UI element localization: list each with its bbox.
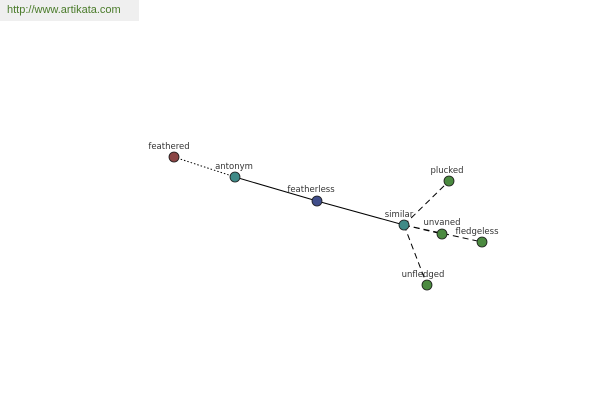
edge-similar-unvaned	[403, 224, 443, 235]
node-unvaned[interactable]	[436, 228, 448, 240]
node-similar[interactable]	[398, 219, 410, 231]
edge-antonym-featherless	[234, 176, 318, 202]
edge-feathered-antonym	[173, 156, 236, 178]
node-unfledged[interactable]	[421, 279, 433, 291]
node-plucked[interactable]	[443, 175, 455, 187]
node-label-plucked[interactable]: plucked	[430, 166, 463, 176]
node-label-feathered[interactable]: feathered	[148, 142, 189, 152]
node-featherless[interactable]	[311, 195, 323, 207]
edge-featherless-similar	[316, 200, 405, 226]
node-label-antonym[interactable]: antonym	[215, 162, 253, 172]
node-label-featherless[interactable]: featherless	[287, 185, 335, 195]
edges-layer	[173, 156, 483, 286]
node-label-fledgeless[interactable]: fledgeless	[455, 227, 499, 237]
nodes-layer	[168, 151, 488, 291]
labels-layer: feathered antonym featherless similar plucke…	[148, 142, 499, 280]
node-label-unvaned[interactable]: unvaned	[423, 218, 460, 228]
node-feathered[interactable]	[168, 151, 180, 163]
edge-similar-unfledged	[403, 224, 428, 286]
edge-similar-plucked	[403, 180, 450, 226]
node-label-unfledged[interactable]: unfledged	[402, 270, 445, 280]
node-label-similar[interactable]: similar	[385, 210, 414, 220]
node-fledgeless[interactable]	[476, 236, 488, 248]
edge-similar-fledgeless	[403, 224, 483, 243]
site-url-banner[interactable]: http://www.artikata.com	[0, 0, 139, 21]
node-antonym[interactable]	[229, 171, 241, 183]
